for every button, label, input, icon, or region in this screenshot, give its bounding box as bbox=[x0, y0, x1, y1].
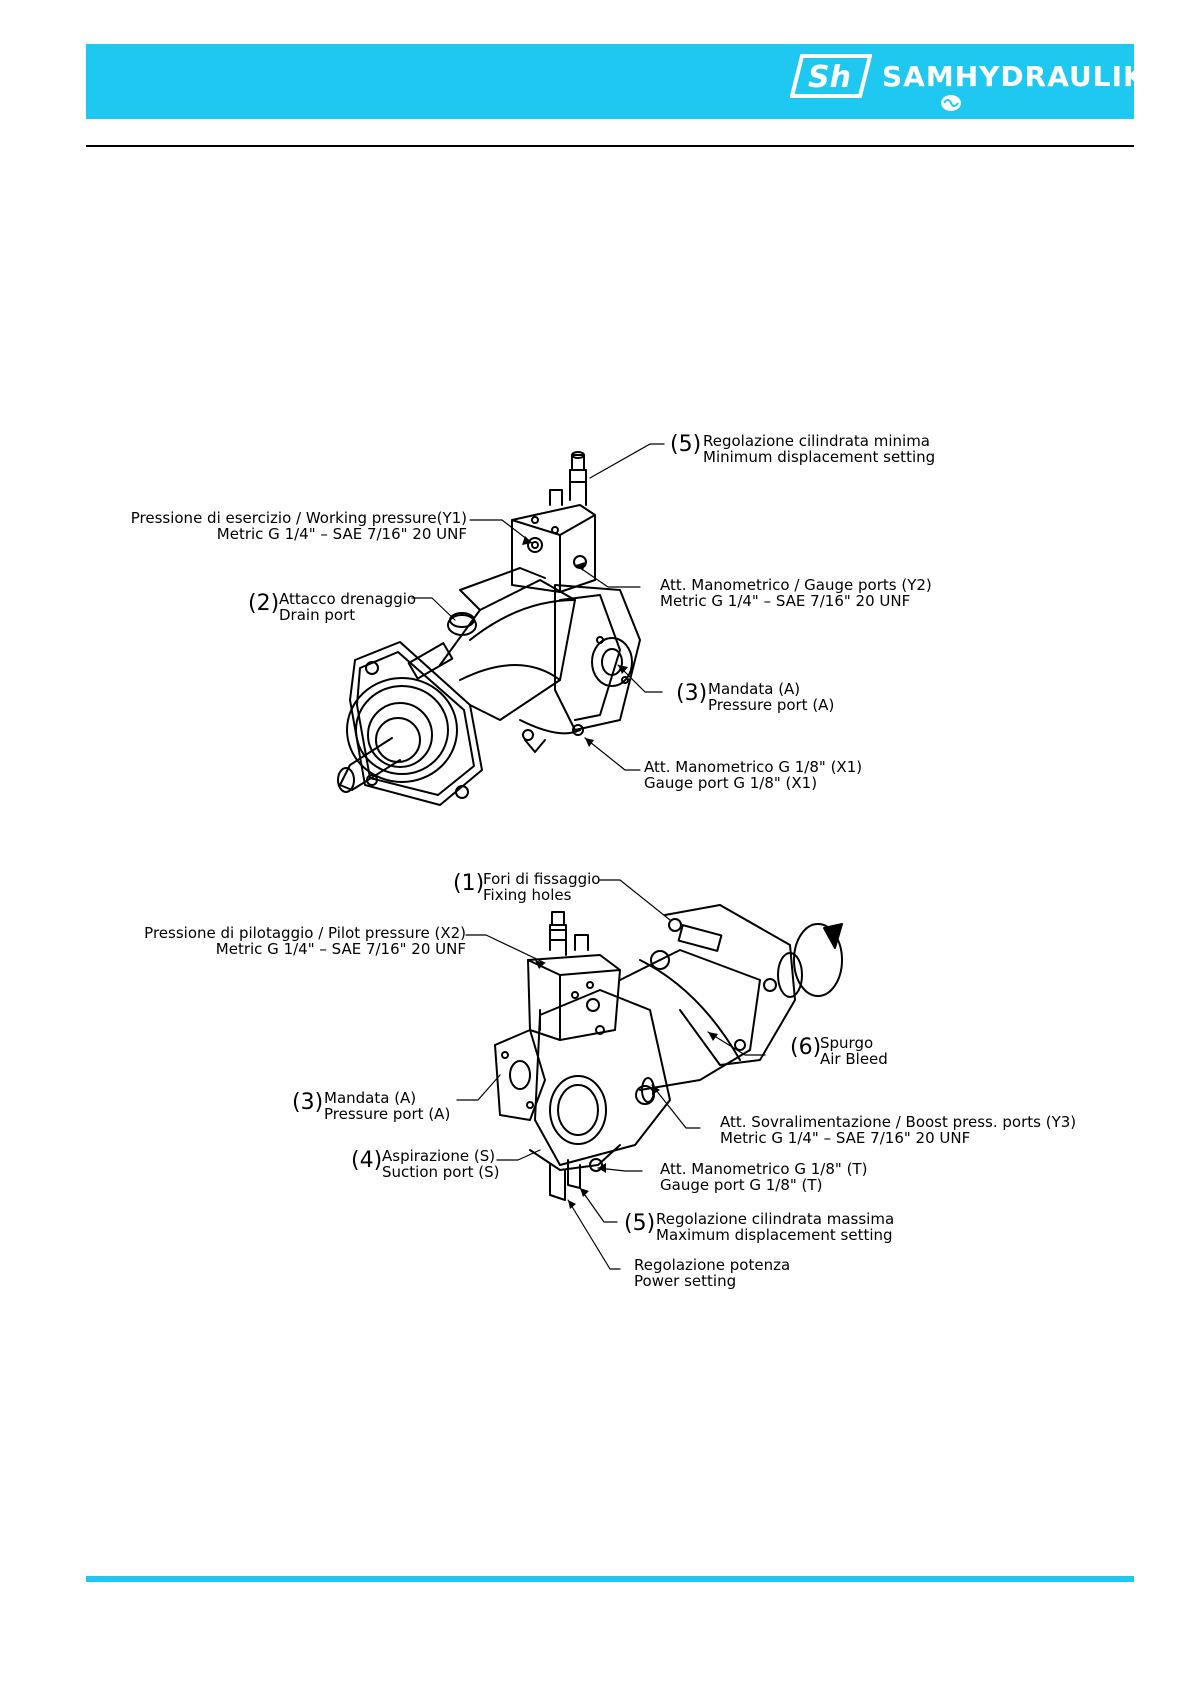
brand-name: SAMHYDRAULIK bbox=[882, 60, 1146, 93]
callout-number: (5) bbox=[670, 432, 702, 457]
callout-line-it: Aspirazione (S) bbox=[382, 1147, 496, 1165]
callout-number: (3) bbox=[676, 681, 708, 706]
callout-fixing-holes: Fori di fissaggio Fixing holes bbox=[483, 871, 601, 903]
callout-line-it: Att. Manometrico / Gauge ports (Y2) bbox=[660, 576, 932, 594]
callout-line-en: Gauge port G 1/8" (X1) bbox=[644, 774, 818, 792]
bottom-pump-drawing bbox=[494, 904, 843, 1201]
callout-line-en: Metric G 1/4" – SAE 7/16" 20 UNF bbox=[215, 940, 466, 958]
callout-power-setting: Regolazione potenza Power setting bbox=[634, 1257, 790, 1289]
callout-number: (1) bbox=[453, 871, 485, 896]
callout-min-displacement: Regolazione cilindrata minima Minimum di… bbox=[703, 433, 935, 465]
callout-line-en: Pressure port (A) bbox=[708, 696, 835, 714]
callout-line-it: Att. Manometrico G 1/8" (T) bbox=[660, 1160, 868, 1178]
brand-mark-badge: Sh bbox=[789, 54, 873, 102]
callout-line-it: Mandata (A) bbox=[324, 1089, 417, 1107]
footer-rule bbox=[86, 1576, 1134, 1582]
callout-gauge-ports-y2: Att. Manometrico / Gauge ports (Y2) Metr… bbox=[660, 577, 932, 609]
callout-gauge-port-x1: Att. Manometrico G 1/8" (X1) Gauge port … bbox=[644, 759, 862, 791]
callout-line-it: Attacco drenaggio bbox=[279, 590, 417, 608]
callout-line-en: Suction port (S) bbox=[382, 1163, 500, 1181]
callout-number: (3) bbox=[292, 1090, 324, 1115]
callout-line-it: Spurgo bbox=[820, 1034, 874, 1052]
callout-line-it: Regolazione cilindrata massima bbox=[656, 1210, 895, 1228]
callout-gauge-port-t: Att. Manometrico G 1/8" (T) Gauge port G… bbox=[660, 1161, 867, 1193]
callout-line-it: Pressione di pilotaggio / Pilot pressure… bbox=[144, 924, 466, 942]
callout-line-en: Fixing holes bbox=[483, 886, 572, 904]
callout-line-it: Pressione di esercizio / Working pressur… bbox=[130, 509, 467, 527]
callout-line-it: Mandata (A) bbox=[708, 680, 801, 698]
callout-line-it: Regolazione cilindrata minima bbox=[703, 432, 930, 450]
callout-working-pressure: Pressione di esercizio / Working pressur… bbox=[100, 510, 467, 542]
callout-line-en: Metric G 1/4" – SAE 7/16" 20 UNF bbox=[660, 592, 911, 610]
callout-pressure-port-a-bottom: Mandata (A) Pressure port (A) bbox=[324, 1090, 450, 1122]
callout-line-en: Pressure port (A) bbox=[324, 1105, 451, 1123]
brand-emblem-icon bbox=[941, 95, 961, 111]
callout-line-en: Metric G 1/4" – SAE 7/16" 20 UNF bbox=[720, 1129, 971, 1147]
callout-number: (6) bbox=[790, 1035, 822, 1060]
leader-lines bbox=[411, 443, 766, 1270]
callout-line-it: Regolazione potenza bbox=[634, 1256, 791, 1274]
callout-line-it: Fori di fissaggio bbox=[483, 870, 601, 888]
brand-mark-text: Sh bbox=[808, 60, 851, 95]
callout-line-en: Metric G 1/4" – SAE 7/16" 20 UNF bbox=[216, 525, 467, 543]
callout-boost-pressure: Att. Sovralimentazione / Boost press. po… bbox=[720, 1114, 1076, 1146]
callout-line-en: Power setting bbox=[634, 1272, 737, 1290]
callout-line-en: Gauge port G 1/8" (T) bbox=[660, 1176, 823, 1194]
callout-line-en: Air Bleed bbox=[820, 1050, 888, 1068]
brand-logo: Sh SAMHYDRAULIK bbox=[789, 52, 1145, 116]
callout-pressure-port-a: Mandata (A) Pressure port (A) bbox=[708, 681, 834, 713]
callout-line-en: Drain port bbox=[279, 606, 356, 624]
callout-air-bleed: Spurgo Air Bleed bbox=[820, 1035, 888, 1067]
callout-number: (4) bbox=[351, 1148, 383, 1173]
top-pump-drawing bbox=[337, 451, 641, 806]
callout-drain-port: Attacco drenaggio Drain port bbox=[279, 591, 416, 623]
header-rule bbox=[86, 145, 1134, 147]
callout-line-en: Minimum displacement setting bbox=[703, 448, 936, 466]
callout-line-en: Maximum displacement setting bbox=[656, 1226, 893, 1244]
callout-number: (5) bbox=[624, 1211, 656, 1236]
callout-suction-port: Aspirazione (S) Suction port (S) bbox=[382, 1148, 500, 1180]
callout-pilot-pressure: Pressione di pilotaggio / Pilot pressure… bbox=[100, 925, 466, 957]
callout-line-it: Att. Sovralimentazione / Boost press. po… bbox=[720, 1113, 1077, 1131]
callout-max-displacement: Regolazione cilindrata massima Maximum d… bbox=[656, 1211, 894, 1243]
callout-number: (2) bbox=[248, 591, 280, 616]
callout-line-it: Att. Manometrico G 1/8" (X1) bbox=[644, 758, 863, 776]
